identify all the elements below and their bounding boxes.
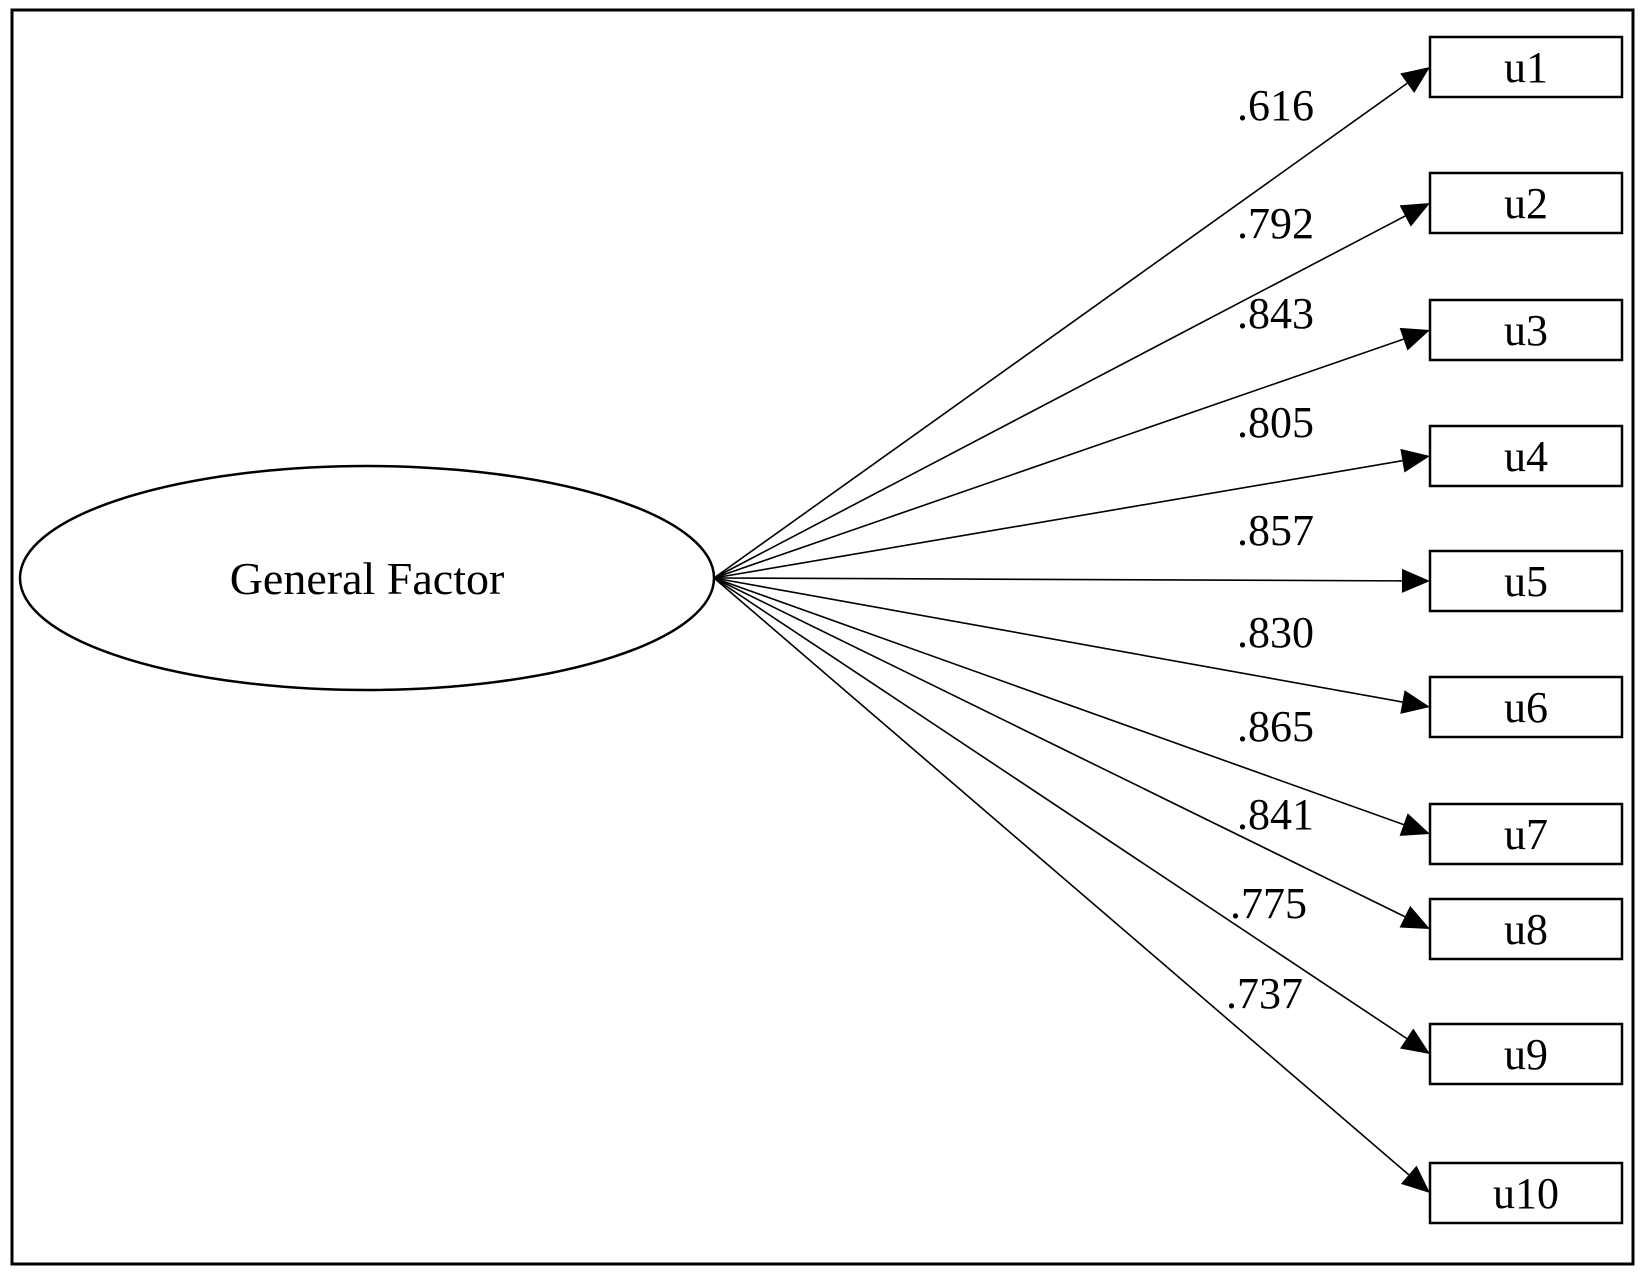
path-line-u3 (713, 338, 1404, 579)
item-box-u6 (1428, 675, 1624, 739)
item-node-u2: u2 (1428, 171, 1624, 235)
item-box-u5 (1428, 549, 1624, 613)
item-label-u3: u3 (1504, 306, 1548, 355)
loading-label-u9: .775 (1230, 879, 1307, 928)
factor-node: General Factor (18, 464, 716, 692)
path-line-u10 (713, 577, 1410, 1176)
loading-label-u1: .616 (1237, 81, 1314, 130)
arrow-head-u7 (1399, 813, 1430, 836)
arrow-head-u4 (1400, 448, 1430, 473)
item-node-u7: u7 (1428, 802, 1624, 866)
factor-ellipse (18, 464, 716, 692)
arrow-head-u8 (1399, 905, 1430, 929)
item-node-u10: u10 (1428, 1161, 1624, 1225)
item-label-u9: u9 (1504, 1030, 1548, 1079)
item-box-u7 (1428, 802, 1624, 866)
paths-layer: .616 .792 .843 .805 .857 .830 .865 .841 .775 .737 (713, 67, 1430, 1193)
item-node-u3: u3 (1428, 298, 1624, 362)
item-box-u3 (1428, 298, 1624, 362)
arrow-head-u1 (1400, 67, 1430, 94)
item-box-u8 (1428, 897, 1624, 961)
loading-label-u10: .737 (1226, 969, 1303, 1018)
arrow-head-u9 (1400, 1028, 1430, 1054)
arrow-head-u5 (1401, 568, 1430, 593)
arrow-head-u2 (1399, 203, 1430, 227)
item-box-u9 (1428, 1022, 1624, 1086)
loading-label-u2: .792 (1237, 199, 1314, 248)
diagram-frame (10, 8, 1635, 1266)
items-layer: u1 u2 u3 u4 u5 u6 u7 u8 u9 u10 (1428, 35, 1624, 1225)
path-line-u1 (713, 82, 1408, 579)
loading-label-u5: .857 (1237, 506, 1314, 555)
path-line-u6 (713, 577, 1403, 703)
item-node-u5: u5 (1428, 549, 1624, 613)
item-label-u6: u6 (1504, 683, 1548, 732)
item-node-u9: u9 (1428, 1022, 1624, 1086)
loading-label-u8: .841 (1237, 790, 1314, 839)
path-line-u9 (713, 577, 1408, 1040)
item-label-u4: u4 (1504, 432, 1548, 481)
path-line-u8 (713, 577, 1406, 918)
path-line-u7 (713, 577, 1404, 826)
item-label-u8: u8 (1504, 905, 1548, 954)
item-box-u10 (1428, 1161, 1624, 1225)
loading-label-u6: .830 (1237, 608, 1314, 657)
item-box-u1 (1428, 35, 1624, 99)
path-line-u2 (713, 215, 1406, 579)
item-label-u7: u7 (1504, 810, 1548, 859)
item-label-u5: u5 (1504, 557, 1548, 606)
item-label-u1: u1 (1504, 43, 1548, 92)
loading-label-u4: .805 (1237, 398, 1314, 447)
item-node-u4: u4 (1428, 424, 1624, 488)
factor-label: General Factor (230, 553, 505, 604)
arrow-head-u6 (1400, 690, 1430, 714)
path-line-u5 (713, 577, 1403, 582)
item-node-u1: u1 (1428, 35, 1624, 99)
item-node-u6: u6 (1428, 675, 1624, 739)
path-line-u4 (713, 459, 1403, 579)
item-box-u2 (1428, 171, 1624, 235)
item-label-u10: u10 (1493, 1169, 1559, 1218)
arrow-head-u10 (1400, 1165, 1430, 1193)
loading-label-u3: .843 (1237, 289, 1314, 338)
item-label-u2: u2 (1504, 179, 1548, 228)
item-node-u8: u8 (1428, 897, 1624, 961)
loading-label-u7: .865 (1237, 702, 1314, 751)
arrow-head-u3 (1399, 327, 1430, 351)
item-box-u4 (1428, 424, 1624, 488)
